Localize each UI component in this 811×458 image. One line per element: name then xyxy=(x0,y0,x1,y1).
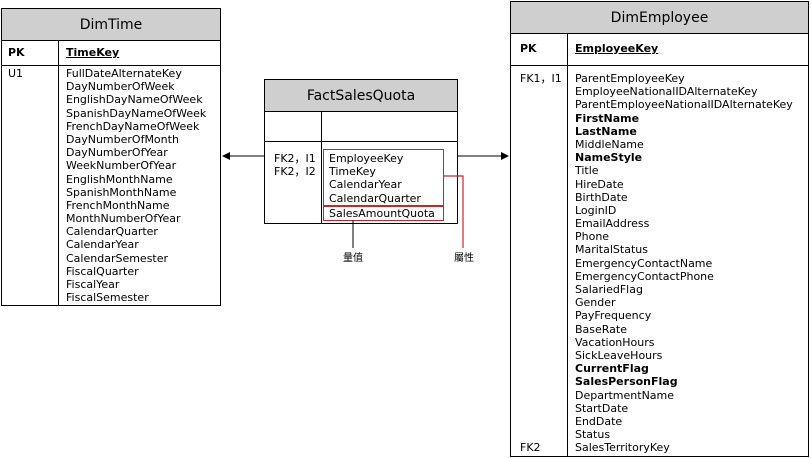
dimemployee-pk-name: EmployeeKey xyxy=(575,42,659,55)
dimemployee-attribute: Status xyxy=(575,428,611,442)
dimtime-attribute: WeekNumberOfYear xyxy=(66,159,177,173)
factsalesquota-title: FactSalesQuota xyxy=(265,80,457,112)
dimemployee-pk-divider xyxy=(511,65,808,66)
dimemployee-attribute: MiddleName xyxy=(575,137,644,151)
measure-highlight-box xyxy=(323,206,444,221)
factsalesquota-measure: SalesAmountQuota xyxy=(329,207,435,220)
dimtime-table: DimTime PK TimeKey U1 FullDateAlternateK… xyxy=(1,8,221,306)
dimemployee-attribute: NameStyle xyxy=(575,151,643,165)
dimtime-column-divider xyxy=(58,41,59,305)
dimtime-attribute: CalendarQuarter xyxy=(66,225,158,239)
factsalesquota-table: FactSalesQuota FK2，I1 FK2，I2 EmployeeKey… xyxy=(264,79,458,224)
dimtime-pk-name: TimeKey xyxy=(66,46,120,59)
dimemployee-attribute: DepartmentName xyxy=(575,388,675,402)
dimtime-attribute: FrenchMonthName xyxy=(66,198,170,212)
factsalesquota-column-divider xyxy=(321,112,322,223)
dimemployee-attribute: ParentEmployeeKey xyxy=(575,72,685,85)
dimemployee-attribute: EmergencyContactName xyxy=(575,256,713,270)
dimemployee-attribute: LastName xyxy=(575,124,637,138)
dimtime-attribute: FiscalSemester xyxy=(66,291,149,305)
dimemployee-attribute: SalesPersonFlag xyxy=(575,375,678,389)
dimtime-attribute: CalendarSemester xyxy=(66,251,169,265)
dimemployee-attribute: Gender xyxy=(575,296,616,310)
dimemployee-attribute: SickLeaveHours xyxy=(575,348,663,362)
dimemployee-attribute: CurrentFlag xyxy=(575,362,649,376)
dimemployee-attribute: MaritalStatus xyxy=(575,243,648,257)
dimemployee-attribute: EmployeeNationalIDAlternateKey xyxy=(575,85,758,99)
dimtime-attribute: CalendarYear xyxy=(66,238,139,252)
dimtime-pk-divider xyxy=(2,65,220,66)
dimemployee-attribute: SalariedFlag xyxy=(575,283,643,296)
measure-callout-label: 量值 xyxy=(343,253,363,264)
factsalesquota-key-tag: FK2，I1 xyxy=(274,152,316,165)
dimtime-attribute: EnglishMonthName xyxy=(66,172,173,186)
dimemployee-attribute: HireDate xyxy=(575,177,624,191)
dimtime-attribute: SpanishMonthName xyxy=(66,185,177,199)
factsalesquota-attribute: CalendarQuarter xyxy=(329,191,421,205)
dimtime-title: DimTime xyxy=(2,9,220,41)
dimemployee-table: DimEmployee PK EmployeeKey FK1，I1 FK2 Pa… xyxy=(510,1,809,457)
dimemployee-attribute: BaseRate xyxy=(575,322,628,336)
dimemployee-attribute: FirstName xyxy=(575,111,640,125)
dimemployee-attribute: SalesTerritoryKey xyxy=(575,441,670,455)
dimemployee-key-tag-top: FK1，I1 xyxy=(520,72,562,85)
dimtime-attribute: FiscalQuarter xyxy=(66,264,139,278)
factsalesquota-key-tag: FK2，I2 xyxy=(274,165,316,178)
dimtime-attribute: FrenchDayNameOfWeek xyxy=(66,119,200,133)
dimemployee-attribute: VacationHours xyxy=(575,335,655,349)
dimemployee-attribute: Phone xyxy=(575,230,610,244)
dimtime-key-tag: U1 xyxy=(8,67,24,80)
dimtime-attribute: DayNumberOfMonth xyxy=(66,132,179,146)
factsalesquota-pk-divider xyxy=(265,141,457,142)
factsalesquota-attribute: CalendarYear xyxy=(329,178,402,192)
dimtime-attribute: DayNumberOfYear xyxy=(66,146,168,160)
dimtime-attribute: FiscalYear xyxy=(66,278,120,291)
dimemployee-attribute: StartDate xyxy=(575,401,629,415)
dimtime-attribute: FullDateAlternateKey xyxy=(66,67,182,80)
dimemployee-attribute: Title xyxy=(575,164,599,178)
dimtime-attribute: SpanishDayNameOfWeek xyxy=(66,106,207,120)
attribute-callout-line xyxy=(443,175,464,248)
factsalesquota-attribute: EmployeeKey xyxy=(329,152,404,165)
dimemployee-attribute: LoginID xyxy=(575,203,617,217)
dimemployee-attribute: EndDate xyxy=(575,414,623,428)
dimemployee-attribute: EmailAddress xyxy=(575,217,650,231)
dimemployee-key-tag-bottom: FK2 xyxy=(520,441,541,454)
dimtime-attribute: EnglishDayNameOfWeek xyxy=(66,93,203,107)
dimtime-pk-label: PK xyxy=(8,46,25,59)
dimemployee-attribute: ParentEmployeeNationalIDAlternateKey xyxy=(575,98,793,112)
factsalesquota-attribute: TimeKey xyxy=(329,165,376,179)
dimemployee-pk-label: PK xyxy=(520,42,537,55)
dimemployee-column-divider xyxy=(567,34,568,456)
dimemployee-attribute: BirthDate xyxy=(575,190,628,204)
dimemployee-attribute: EmergencyContactPhone xyxy=(575,269,714,283)
dimtime-attribute: MonthNumberOfYear xyxy=(66,212,181,226)
attribute-callout-label: 屬性 xyxy=(454,253,474,264)
dimtime-attribute: DayNumberOfWeek xyxy=(66,80,175,94)
attribute-highlight-box xyxy=(323,149,444,206)
dimemployee-attribute: PayFrequency xyxy=(575,309,652,323)
dimemployee-title: DimEmployee xyxy=(511,2,808,34)
